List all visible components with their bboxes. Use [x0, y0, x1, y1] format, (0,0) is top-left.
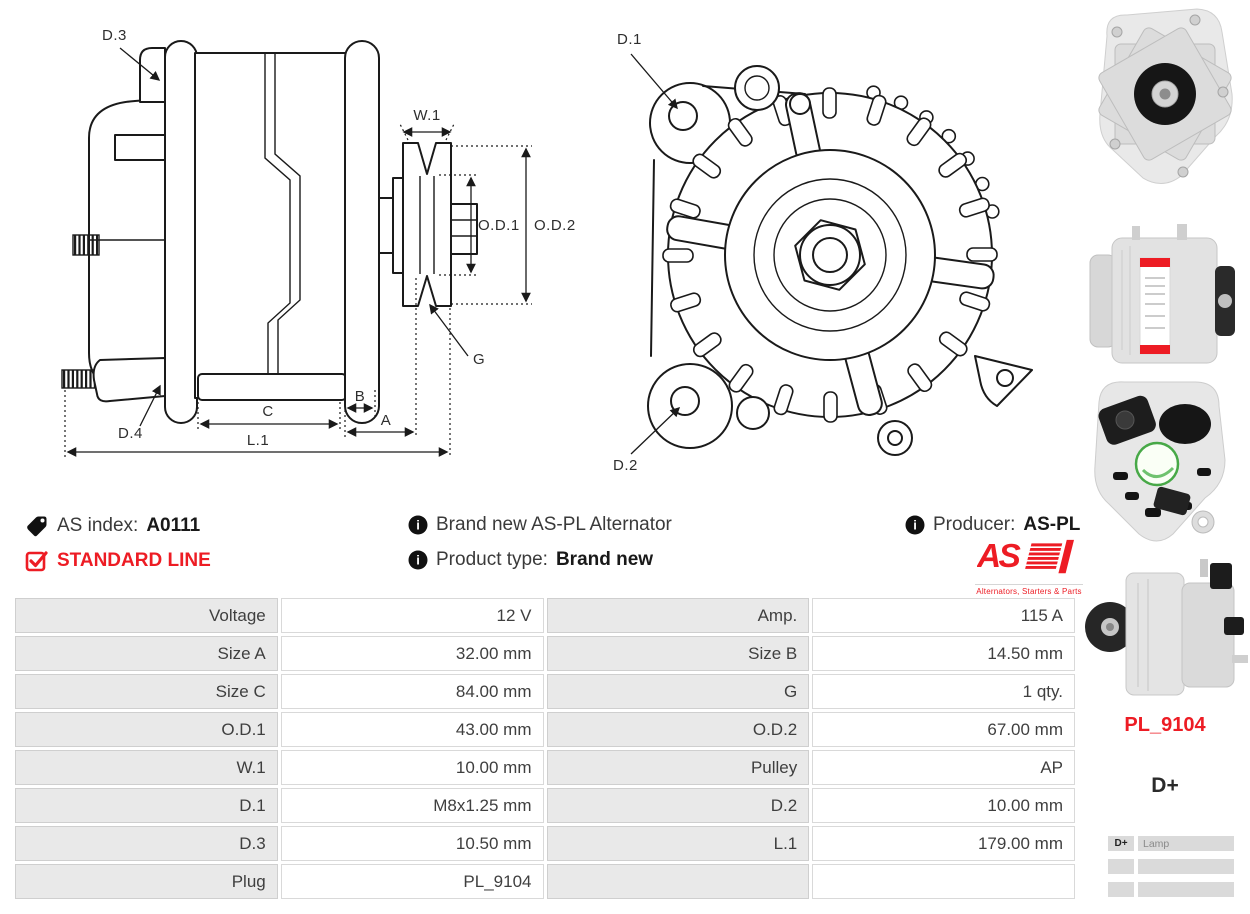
info-icon: i: [905, 515, 925, 535]
spec-value: 10.00 mm: [812, 788, 1075, 823]
pin-function-cell: [1138, 859, 1234, 874]
spec-value: 67.00 mm: [812, 712, 1075, 747]
dim-label-od1: O.D.1: [478, 217, 520, 234]
logo-tagline: Alternators, Starters & Parts: [975, 584, 1083, 596]
as-index-value: A0111: [146, 515, 201, 536]
dim-label-d1: D.1: [617, 31, 642, 48]
product-photo-front: [1098, 8, 1233, 184]
product-type-value: Brand new: [555, 549, 654, 570]
product-type-row: i Product type: Brand new: [408, 549, 653, 571]
spec-label: Pulley: [546, 750, 810, 785]
brand-new-text: Brand new AS-PL Alternator: [436, 514, 672, 535]
svg-text:i: i: [416, 553, 420, 568]
brand-new-row: i Brand new AS-PL Alternator: [408, 514, 672, 536]
spec-label: Size A: [15, 636, 278, 671]
spec-value: 43.00 mm: [280, 712, 544, 747]
spec-label: W.1: [15, 750, 278, 785]
pin-table-row: [1108, 882, 1234, 897]
checkbox-checked-icon: [25, 551, 48, 572]
spec-label: D.1: [15, 788, 278, 823]
spec-label: Voltage: [15, 598, 278, 633]
producer-value: AS-PL: [1023, 514, 1081, 535]
spec-value: AP: [812, 750, 1075, 785]
as-index-row: AS index: A0111: [25, 514, 200, 538]
spec-value: M8x1.25 mm: [280, 788, 544, 823]
pin-table-row: [1108, 859, 1234, 874]
spec-value: 10.50 mm: [280, 826, 544, 861]
pin-terminal-cell: D+: [1108, 836, 1134, 851]
spec-label: G: [546, 674, 810, 709]
spec-value: 1 qty.: [812, 674, 1075, 709]
spec-value: 32.00 mm: [280, 636, 544, 671]
dim-label-g: G: [473, 351, 485, 368]
spec-value: 115 A: [812, 598, 1075, 633]
spec-value: 14.50 mm: [812, 636, 1075, 671]
pin-function-cell: Lamp: [1138, 836, 1234, 851]
spec-table: Voltage 12 V Amp. 115 A Size A 32.00 mm …: [15, 598, 1075, 899]
spec-label: O.D.2: [546, 712, 810, 747]
spec-value: 84.00 mm: [280, 674, 544, 709]
spec-label: [546, 864, 810, 899]
dim-label-d4: D.4: [118, 425, 143, 442]
pin-terminal-cell: [1108, 859, 1134, 874]
standard-line-row: STANDARD LINE: [25, 549, 211, 573]
info-icon: i: [408, 515, 428, 535]
spec-value: 179.00 mm: [812, 826, 1075, 861]
spec-label: Amp.: [546, 598, 810, 633]
dim-label-d2: D.2: [613, 457, 638, 474]
dim-label-d3: D.3: [102, 27, 127, 44]
product-photo-side: [1085, 559, 1248, 696]
pin-table-row: D+ Lamp: [1108, 836, 1234, 851]
producer-label: Producer:: [933, 514, 1016, 535]
product-photo-rear: [1094, 381, 1226, 542]
spec-value: [812, 864, 1075, 899]
side-view-technical-drawing: W.1 O.D.1 O.D.2 G D.3 D.4 C B: [61, 27, 575, 458]
spec-label: Size B: [546, 636, 810, 671]
terminal-designation: D+: [1151, 774, 1179, 797]
dim-label-w1: W.1: [413, 107, 440, 124]
svg-text:i: i: [416, 518, 420, 533]
dim-label-c: C: [262, 403, 273, 420]
product-photo-side-label: [1089, 224, 1235, 364]
spec-value: 10.00 mm: [280, 750, 544, 785]
svg-text:i: i: [913, 518, 917, 533]
logo-text: AS: [977, 538, 1020, 575]
dim-label-b: B: [355, 388, 366, 405]
spec-label: Size C: [15, 674, 278, 709]
dim-label-l1: L.1: [247, 432, 269, 449]
info-icon: i: [408, 550, 428, 570]
spec-value: 12 V: [280, 598, 544, 633]
product-type-label: Product type:: [436, 549, 548, 570]
spec-label: D.2: [546, 788, 810, 823]
pin-table: D+ Lamp: [1108, 836, 1234, 905]
tag-icon: [27, 516, 47, 537]
as-pl-logo-mark: AS: [976, 538, 1074, 575]
spec-label: L.1: [546, 826, 810, 861]
spec-label: O.D.1: [15, 712, 278, 747]
producer-row: i Producer: AS-PL: [905, 514, 1080, 536]
spec-label: Plug: [15, 864, 278, 899]
pin-function-cell: [1138, 882, 1234, 897]
pin-terminal-cell: [1108, 882, 1134, 897]
plug-code: PL_9104: [1124, 714, 1206, 736]
dim-label-a: A: [381, 412, 392, 429]
spec-value: PL_9104: [280, 864, 544, 899]
dim-label-od2: O.D.2: [534, 217, 575, 234]
as-index-label: AS index:: [57, 515, 139, 536]
as-pl-logo: AS Alternators, Starters & Parts: [975, 536, 1083, 596]
spec-label: D.3: [15, 826, 278, 861]
standard-line-badge: STANDARD LINE: [57, 550, 211, 571]
front-view-technical-drawing: D.1 D.2: [613, 31, 1033, 474]
